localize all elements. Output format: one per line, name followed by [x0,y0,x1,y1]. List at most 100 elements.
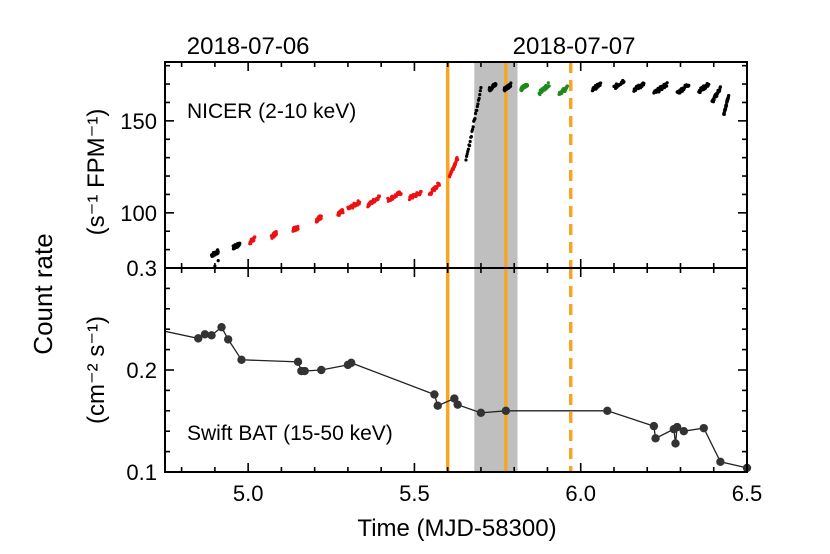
nicer-point [319,216,323,221]
nicer-point [560,91,564,96]
x-tick-label: 5.5 [399,481,430,506]
nicer-point [296,227,300,231]
bat-point [430,390,439,399]
nicer-point [419,190,423,194]
nicer-point [509,84,513,88]
nicer-point [494,82,498,86]
nicer-annotation: NICER (2-10 keV) [187,100,356,123]
y-axis-label-count-rate: Count rate [28,233,58,354]
bat-point [200,330,210,339]
nicer-point [357,200,362,204]
nicer-point [467,144,472,148]
bat-point [603,406,612,415]
nicer-point [477,96,481,100]
nicer-point [707,82,711,87]
nicer-point [712,98,716,102]
nicer-point [466,147,470,151]
nicer-point [642,81,646,86]
y-axis-label-top-units: (s⁻¹ FPM⁻¹) [83,109,110,236]
bat-point [649,421,659,431]
nicer-point [473,111,478,116]
nicer-point [525,84,530,88]
nicer-point [253,235,257,239]
x-tick-label: 5.0 [233,481,264,506]
y-axis-label-bottom-units: (cm⁻² s⁻¹) [83,316,110,424]
y-tick-label: 150 [120,109,157,134]
bat-panel: 5.0 5.5 6.0 6.5 100 150 0.1 0.2 0.3 [120,61,763,506]
nicer-point [274,232,279,236]
nicer-point [622,80,626,84]
nicer-point [216,259,220,263]
y-tick-label: 100 [120,201,157,226]
bat-point [450,394,459,403]
bat-point [671,439,680,448]
nicer-point [722,112,726,116]
nicer-point [657,89,661,93]
nicer-point [665,81,669,85]
bat-point [217,322,226,332]
nicer-point [476,102,480,106]
nicer-point [216,250,220,254]
nicer-point [547,84,551,88]
nicer-panel [209,62,731,268]
bat-point [223,335,233,344]
nicer-point [319,214,323,218]
nicer-point [238,241,242,246]
x-tick-label: 6.0 [565,481,596,506]
bat-point [476,408,486,418]
bat-point [237,355,246,364]
bat-point [317,365,326,375]
y-tick-label: 0.2 [126,358,157,383]
nicer-point [377,194,382,198]
bat-annotation: Swift BAT (15-50 keV) [187,422,393,445]
x-tick-label: 6.5 [732,481,763,506]
bat-point [433,401,442,410]
nicer-point [473,117,477,121]
bat-point [347,358,356,368]
nicer-point [469,135,473,139]
shaded-interval [474,62,518,268]
nicer-point [509,81,513,85]
nicer-point [274,229,278,234]
nicer-point [479,86,483,90]
nicer-point [665,84,669,88]
bat-point [453,400,462,409]
bat-point [207,331,216,340]
nicer-point [470,127,475,132]
x-axis-label: Time (MJD-58300) [357,515,556,542]
nicer-point [687,83,691,87]
date-label-2018-07-06: 2018-07-06 [187,33,310,60]
y-tick-label: 0.3 [126,256,157,281]
bat-point [300,366,309,376]
bat-point [194,334,203,343]
shaded-interval [474,268,518,472]
bat-point [699,423,708,433]
nicer-point [437,183,441,187]
nicer-point [475,108,479,112]
nicer-point [718,85,722,89]
date-label-2018-07-07: 2018-07-07 [513,33,636,60]
nicer-point [565,84,570,88]
nicer-point [399,192,403,196]
bat-point [672,422,682,432]
nicer-point [296,224,300,229]
nicer-point [341,211,345,215]
nicer-point [465,152,469,156]
nicer-point [478,93,482,97]
bat-point [501,406,511,415]
nicer-point [464,158,468,162]
nicer-point [727,93,731,98]
y-tick-label: 0.1 [126,460,157,485]
bat-point [716,457,725,466]
nicer-point [599,81,603,85]
nicer-point [546,81,550,85]
nicer-point [471,125,475,129]
nicer-point [724,104,729,108]
bat-point [651,434,660,443]
nicer-point [456,158,460,162]
nicer-point [478,89,482,93]
nicer-point [468,139,472,144]
bat-point [679,427,689,436]
nicer-point [475,104,479,109]
